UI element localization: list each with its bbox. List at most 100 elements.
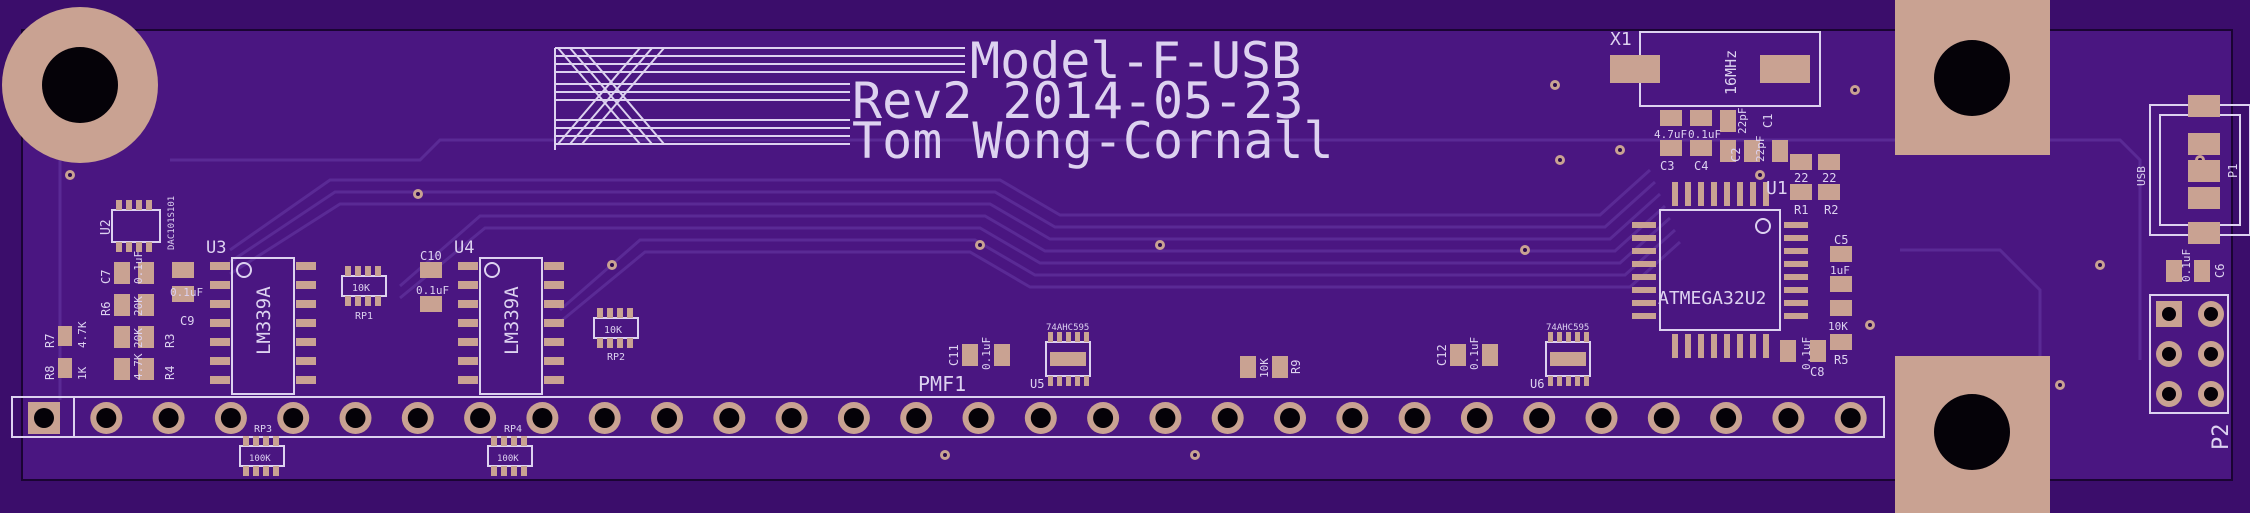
ic-pin — [1632, 235, 1656, 241]
c7-value: 0.1uF — [132, 251, 145, 284]
mounting-hole-top-right — [1895, 0, 2050, 155]
rp1-value: 10K — [352, 283, 370, 294]
ic-pin — [296, 376, 316, 384]
main-connector-label: PMF1 — [918, 372, 966, 396]
title-line3: Tom Wong-Cornall — [852, 112, 1334, 170]
ic-pin — [1750, 334, 1756, 358]
u2-value: DAC101S101 — [167, 196, 177, 250]
ic-pin — [544, 300, 564, 308]
title-line1: Model-F-USB — [970, 32, 1301, 90]
c5-value: 1uF — [1830, 264, 1850, 277]
shift-register-u6 — [1545, 332, 1591, 386]
ic-pin — [296, 338, 316, 346]
r3-ref: R3 — [163, 334, 177, 348]
rp4-value: 100K — [497, 454, 519, 464]
ic-pin — [1632, 287, 1656, 293]
c2-ref: C2 — [1729, 148, 1743, 162]
c8-value: 0.1uF — [1800, 337, 1813, 370]
ic-pin — [1632, 248, 1656, 254]
connector-pin — [1087, 402, 1120, 434]
connector-pin — [464, 402, 497, 434]
ic-pin — [1784, 235, 1808, 241]
header-label: P2 — [2209, 424, 2234, 451]
ic-pin — [1685, 334, 1691, 358]
connector-pin — [1710, 402, 1743, 434]
rp2-value: 10K — [604, 325, 622, 336]
ic-pin — [458, 281, 478, 289]
c3-ref: C3 — [1660, 159, 1674, 173]
ic-pin — [1724, 182, 1730, 206]
ic-pin — [1784, 248, 1808, 254]
ic-pin — [296, 281, 316, 289]
ic-pin — [544, 262, 564, 270]
connector-pin-row — [90, 402, 1867, 434]
mounting-hole-left — [2, 7, 158, 163]
crystal-x1 — [1610, 31, 1821, 107]
ic-pin — [1784, 274, 1808, 280]
r7-ref: R7 — [43, 334, 57, 348]
ic-pin — [1784, 287, 1808, 293]
connector-pin — [1460, 402, 1493, 434]
ic-pin — [1632, 313, 1656, 319]
connector-pin — [401, 402, 434, 434]
c10-value: 0.1uF — [416, 284, 449, 297]
via-group — [65, 80, 2205, 460]
usb-label: USB — [2135, 166, 2148, 186]
ic-pin — [1672, 334, 1678, 358]
c6-value: 0.1uF — [2180, 249, 2193, 282]
c3-value: 4.7uF — [1654, 128, 1687, 141]
connector-pin — [1336, 402, 1369, 434]
r2-ref: R2 — [1824, 203, 1838, 217]
ic-pin — [1784, 261, 1808, 267]
c4-value: 0.1uF — [1688, 128, 1721, 141]
r9-value: 10K — [1258, 358, 1271, 378]
ic-pin — [210, 262, 230, 270]
resistor-pack-rp1 — [341, 266, 387, 306]
connector-pin — [962, 402, 995, 434]
mcu-pins — [1632, 182, 1808, 358]
ic-pin — [296, 357, 316, 365]
comparator-u4 — [479, 257, 543, 395]
ic-pin — [1698, 182, 1704, 206]
ic-pin — [1711, 334, 1717, 358]
c9-value: 0.1uF — [170, 286, 203, 299]
ic-pin — [458, 262, 478, 270]
c11-ref: C11 — [947, 344, 961, 366]
crystal-ref: X1 — [1610, 29, 1632, 50]
ic-pin — [1737, 334, 1743, 358]
mounting-hole-bottom-right — [1895, 356, 2050, 513]
programming-header-p2 — [2149, 294, 2229, 414]
connector-pin — [1647, 402, 1680, 434]
ic-pin — [1763, 182, 1769, 206]
rp3-ref: RP3 — [254, 424, 272, 435]
ic-pin — [544, 338, 564, 346]
connector-pin — [900, 402, 933, 434]
r5-ref: R5 — [1834, 353, 1848, 367]
c5-ref: C5 — [1834, 233, 1848, 247]
dac-u2 — [111, 200, 161, 252]
ic-pin — [210, 281, 230, 289]
rp1-ref: RP1 — [355, 311, 373, 322]
crystal-value: 16MHz — [1722, 50, 1740, 95]
connector-pin — [1772, 402, 1805, 434]
ic-pin — [210, 376, 230, 384]
passive-pads — [58, 110, 2210, 380]
connector-pin — [277, 402, 310, 434]
ic-pin — [1724, 334, 1730, 358]
r2-value: 22 — [1822, 171, 1836, 185]
ic-pin — [1711, 182, 1717, 206]
r1-ref: R1 — [1794, 203, 1808, 217]
c4-ref: C4 — [1694, 159, 1708, 173]
c8-ref: C8 — [1810, 365, 1824, 379]
ic-pin — [1763, 334, 1769, 358]
c9-ref: C9 — [180, 314, 194, 328]
r1-value: 22 — [1794, 171, 1808, 185]
connector-pin — [339, 402, 372, 434]
connector-pin — [526, 402, 559, 434]
r3-value: 20K — [132, 328, 145, 348]
connector-pin — [1523, 402, 1556, 434]
r9-ref: R9 — [1289, 360, 1303, 374]
ic-pin — [1698, 334, 1704, 358]
connector-pin — [651, 402, 683, 434]
shift-register-u5 — [1045, 332, 1091, 386]
